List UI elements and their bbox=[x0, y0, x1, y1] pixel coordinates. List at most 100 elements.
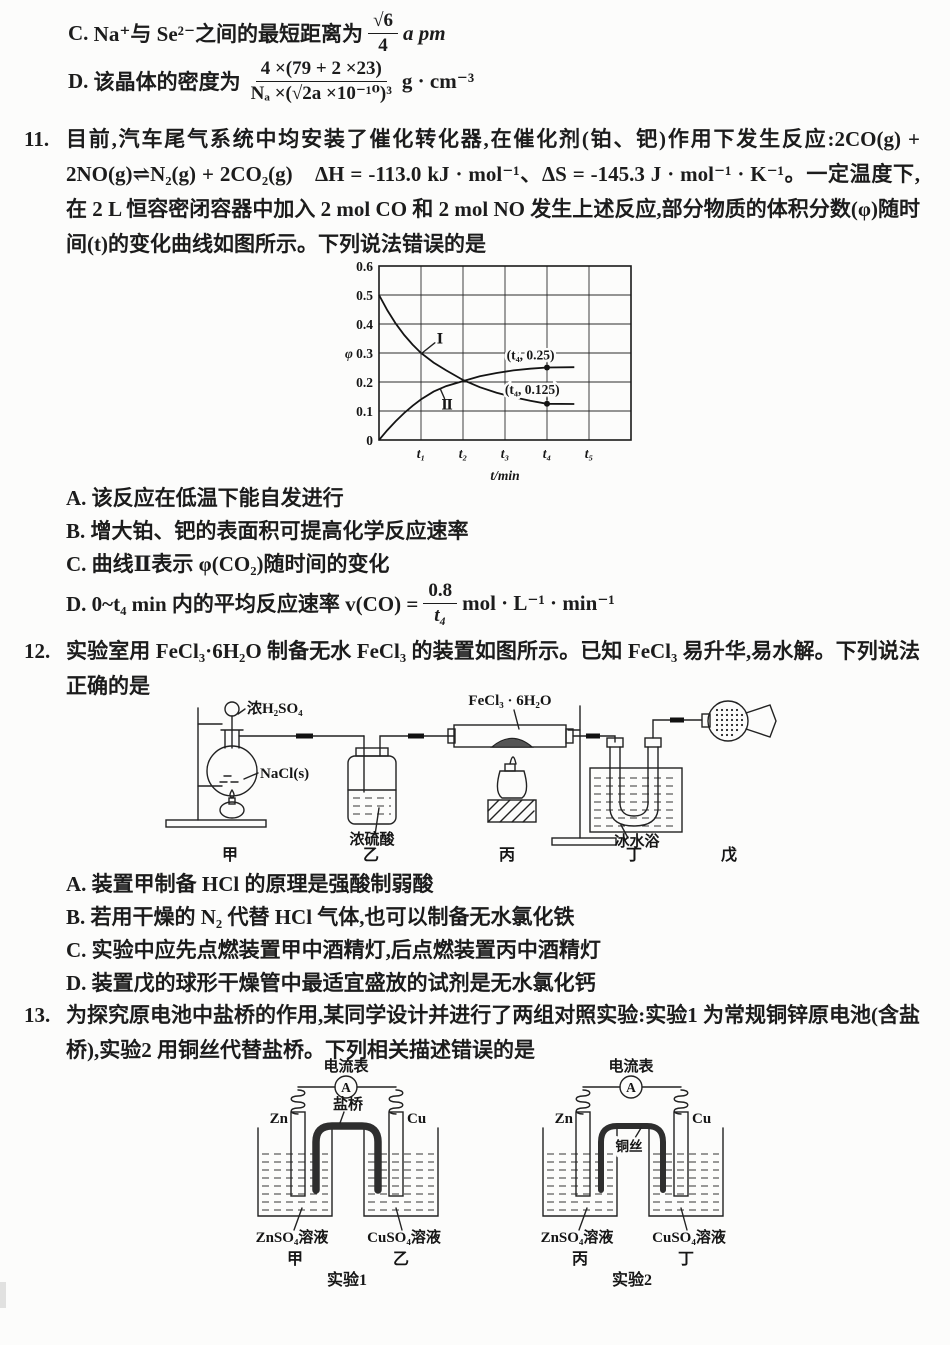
series-curve-Ⅱ bbox=[378, 366, 575, 441]
zinc-electrode bbox=[575, 1111, 591, 1197]
flame bbox=[229, 789, 235, 799]
copper-electrode bbox=[388, 1111, 404, 1197]
desiccant-dot bbox=[720, 718, 724, 722]
q12-option-d: D. 装置戊的球形干燥管中最适宜盛放的试剂是无水氯化钙 bbox=[66, 971, 596, 995]
desiccant-dot bbox=[735, 708, 739, 712]
point-annotation: (t₄, 0.25) bbox=[507, 347, 555, 362]
bridge-label: 铜丝 bbox=[616, 1138, 644, 1154]
desiccant-dot bbox=[730, 713, 734, 717]
data-point bbox=[544, 364, 550, 371]
y-tick-label: 0.2 bbox=[356, 375, 373, 390]
y-tick-label: 0.4 bbox=[356, 317, 373, 332]
solid-dashes bbox=[219, 775, 239, 783]
desiccant-dot bbox=[725, 708, 729, 712]
fraction-numerator: 0.8 bbox=[423, 580, 458, 604]
ammeter-symbol: A bbox=[626, 1080, 636, 1095]
desiccant-dot bbox=[715, 728, 719, 732]
hatch-lines bbox=[487, 799, 535, 823]
fraction-numerator: 4 ×(79 + 2 ×23) bbox=[255, 58, 387, 82]
label-leader bbox=[243, 772, 259, 780]
right-beaker bbox=[648, 1127, 724, 1217]
label-leader bbox=[374, 807, 380, 836]
desiccant-dot bbox=[715, 708, 719, 712]
coil-right bbox=[673, 1089, 689, 1115]
fraction: 4 ×(79 + 2 ×23)Nₐ ×(√2a ×10⁻¹⁰)³ bbox=[246, 58, 397, 105]
ammeter-label: 电流表 bbox=[608, 1058, 654, 1075]
copper-label: Cu bbox=[407, 1111, 426, 1127]
y-tick-label: 0.1 bbox=[356, 404, 373, 419]
label-leader bbox=[634, 1127, 642, 1139]
coil-right bbox=[388, 1089, 404, 1115]
right-beaker-label: 乙 bbox=[393, 1251, 409, 1268]
fecl3-sample bbox=[494, 739, 530, 746]
question-stem: 目前,汽车尾气系统中均安装了催化转化器,在催化剂(铂、钯)作用下发生反应:2CO… bbox=[66, 127, 920, 256]
u-tube-bottom-inner bbox=[619, 803, 649, 817]
right-solution-label: CuSO₄溶液 bbox=[652, 1228, 727, 1246]
station-label: 丁 bbox=[626, 847, 642, 864]
zinc-label: Zn bbox=[270, 1111, 289, 1127]
tube bbox=[599, 735, 616, 743]
flask-neck bbox=[220, 729, 244, 749]
curve-label: Ⅱ bbox=[441, 398, 452, 413]
outlet-tube bbox=[379, 735, 409, 757]
point-annotation: (t₄, 0.125) bbox=[505, 382, 560, 397]
label-leader bbox=[339, 1111, 345, 1124]
u-tube-bottom-outer bbox=[609, 809, 659, 827]
funnel-tip bbox=[745, 704, 777, 738]
stand-base bbox=[551, 837, 617, 846]
fraction-denominator: t₄ bbox=[434, 604, 447, 626]
dropping-funnel bbox=[224, 701, 240, 717]
alcohol-lamp bbox=[219, 801, 245, 819]
left-solution-label: ZnSO₄溶液 bbox=[256, 1228, 330, 1246]
x-tick-label: t₅ bbox=[585, 446, 594, 461]
stand-clamps bbox=[197, 723, 223, 787]
bulb-connector bbox=[701, 713, 711, 728]
desiccant-dot bbox=[720, 713, 724, 717]
desiccant-dot bbox=[715, 718, 719, 722]
x-tick-label: t₃ bbox=[501, 446, 510, 461]
ice-bath-label: 冰水浴 bbox=[614, 832, 660, 850]
coil-left bbox=[575, 1089, 591, 1115]
x-axis-label: t/min bbox=[490, 468, 519, 482]
y-tick-label: 0.3 bbox=[356, 346, 373, 361]
desiccant-dot bbox=[725, 733, 729, 737]
question-stem: 实验室用 FeCl₃·6H₂O 制备无水 FeCl₃ 的装置如图所示。已知 Fe… bbox=[66, 639, 920, 698]
label-leader bbox=[620, 824, 629, 839]
scan-artifact bbox=[0, 1282, 6, 1308]
question-13: 13. 为探究原电池中盐桥的作用,某同学设计并进行了两组对照实验:实验1 为常规… bbox=[24, 998, 920, 1068]
experiment-caption: 实验1 bbox=[327, 1270, 367, 1289]
round-flask bbox=[206, 745, 258, 797]
q12-option-c: C. 实验中应先点燃装置甲中酒精灯,后点燃装置丙中酒精灯 bbox=[66, 938, 601, 962]
desiccant-dot bbox=[715, 723, 719, 727]
desiccant-dot bbox=[725, 713, 729, 717]
desiccant-dot bbox=[740, 713, 744, 717]
question-number: 13. bbox=[24, 1003, 51, 1027]
desiccant-dot bbox=[735, 728, 739, 732]
option-text-after: a pm bbox=[403, 20, 446, 45]
question-12: 12. 实验室用 FeCl₃·6H₂O 制备无水 FeCl₃ 的装置如图所示。已… bbox=[24, 634, 920, 704]
x-tick-label: t₂ bbox=[459, 446, 468, 461]
bottle-reagent-label: 浓硫酸 bbox=[349, 830, 395, 848]
x-tick-label: t₄ bbox=[543, 446, 551, 461]
drying-bulb bbox=[707, 700, 749, 742]
q12-option-a: A. 装置甲制备 HCl 的原理是强酸制弱酸 bbox=[66, 872, 434, 896]
wire-core bbox=[600, 1125, 664, 1191]
desiccant-dot bbox=[720, 708, 724, 712]
left-beaker-label: 甲 bbox=[287, 1250, 303, 1268]
option-label: D. bbox=[68, 68, 89, 93]
desiccant-dot bbox=[725, 718, 729, 722]
station-label: 丙 bbox=[499, 846, 515, 864]
u-tube-arms bbox=[609, 746, 659, 811]
left-beaker bbox=[257, 1127, 333, 1217]
ice-bath-basin bbox=[589, 767, 683, 833]
bottle-neck bbox=[355, 747, 389, 757]
desiccant-dot bbox=[730, 718, 734, 722]
right-beaker-label: 丁 bbox=[678, 1251, 694, 1268]
desiccant-dot bbox=[730, 708, 734, 712]
